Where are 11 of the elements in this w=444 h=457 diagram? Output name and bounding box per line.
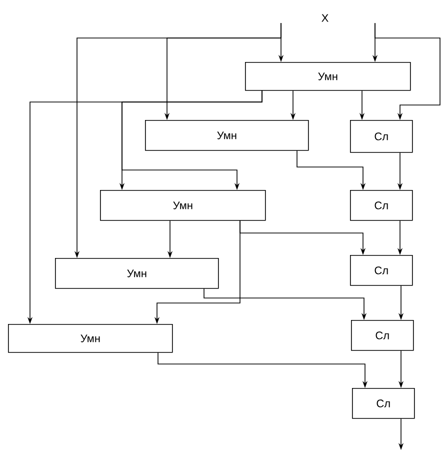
block-box: Сл [352, 388, 415, 419]
block-box: Умн [8, 324, 173, 353]
block-box: Сл [351, 320, 414, 351]
block-box: Умн [55, 258, 219, 289]
block-box: Сл [350, 190, 413, 221]
block-box: Сл [350, 255, 413, 286]
input-label: X [322, 14, 328, 22]
block-box: Сл [350, 120, 413, 153]
block-box: Умн [145, 120, 309, 151]
block-box: Умн [100, 190, 266, 221]
block-box: Умн [245, 62, 411, 91]
